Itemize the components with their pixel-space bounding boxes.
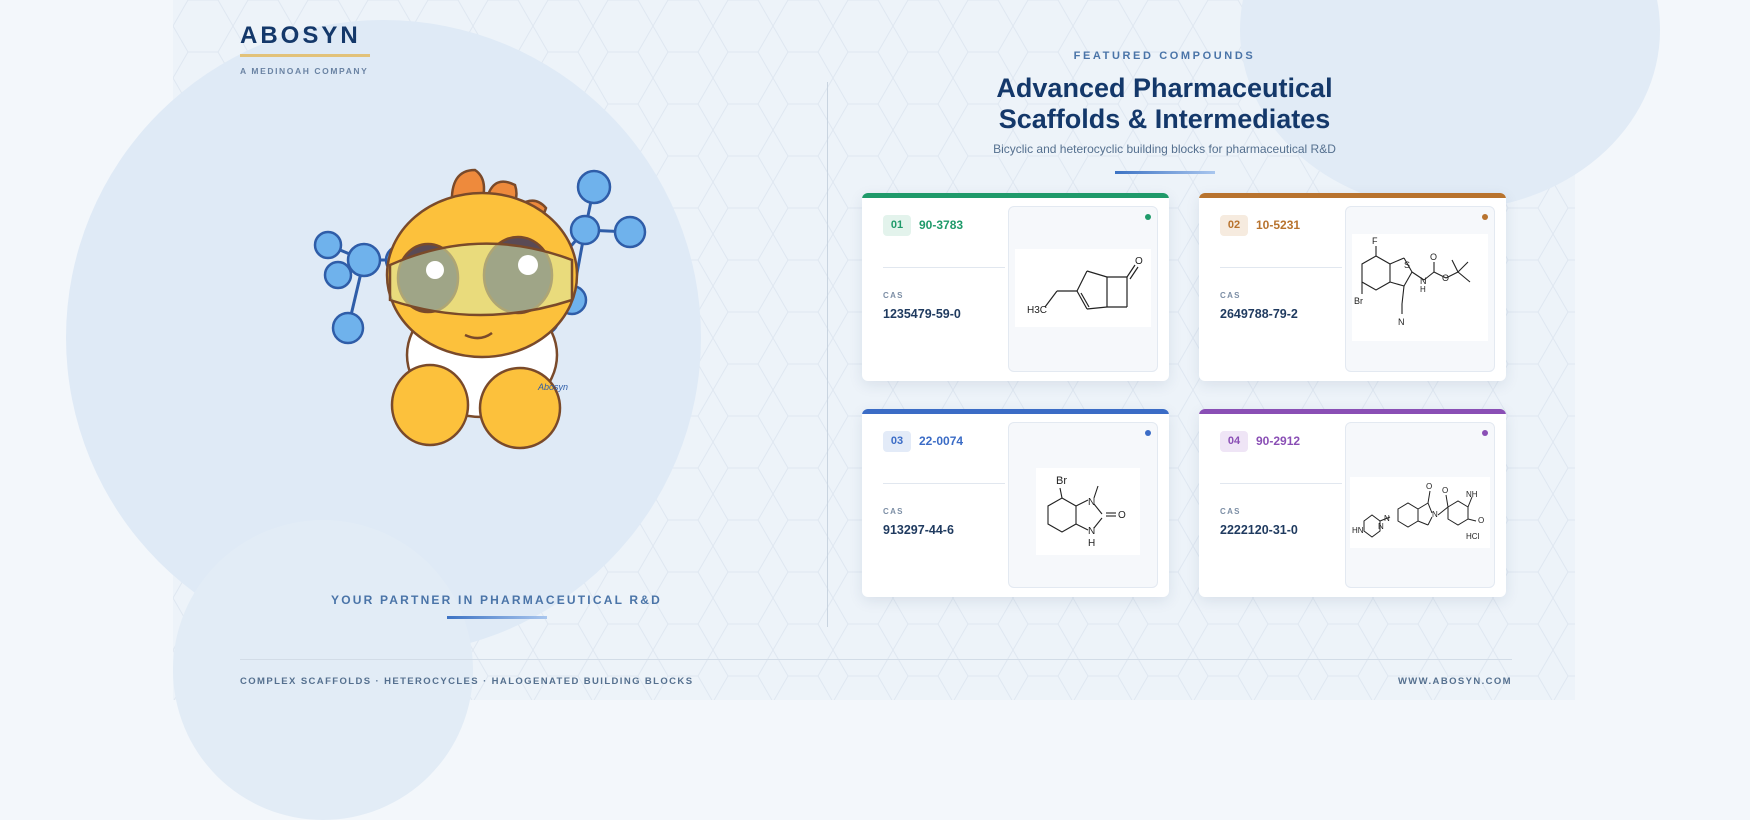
catalog-code[interactable]: 10-5231 — [1256, 218, 1301, 232]
atom-label: H — [1420, 285, 1426, 294]
brand-name[interactable]: ABOSYN — [240, 22, 361, 49]
compound-card[interactable]: 04 90-2912 CAS 2222120-31-0 O O — [1199, 409, 1506, 597]
brand-subtitle: A MEDINOAH COMPANY — [240, 66, 369, 76]
atom-label: O — [1430, 252, 1437, 262]
card-divider — [1220, 483, 1342, 484]
title-line-2: Scaffolds & Intermediates — [998, 104, 1331, 134]
cas-number: 2649788-79-2 — [1220, 307, 1298, 321]
card-divider — [883, 483, 1005, 484]
card-color-bar — [1199, 193, 1506, 198]
cas-label: CAS — [1220, 507, 1241, 516]
mascot-badge-text: Abosyn — [537, 382, 568, 392]
card-color-bar — [862, 409, 1169, 414]
atom-label: S — [1404, 260, 1410, 270]
card-number: 02 — [1220, 215, 1248, 236]
atom-label: HCl — [1466, 532, 1480, 541]
cas-number: 2222120-31-0 — [1220, 523, 1298, 537]
brand: ABOSYN A MEDINOAH COMPANY — [240, 22, 370, 76]
footer-divider — [240, 659, 1512, 660]
catalog-code[interactable]: 90-3783 — [919, 218, 964, 232]
cas-number: 1235479-59-0 — [883, 307, 961, 321]
atom-label: N — [1088, 526, 1095, 537]
cas-label: CAS — [883, 291, 904, 300]
card-color-bar — [1199, 409, 1506, 414]
atom-label: O — [1135, 256, 1143, 267]
structure-panel: F S O H N O Br N — [1345, 206, 1495, 372]
atom-label: H — [1088, 538, 1095, 549]
chemical-structure-image: O O NH O N N HN N HCl — [1350, 477, 1490, 548]
cas-label: CAS — [1220, 291, 1241, 300]
structure-panel: O O NH O N N HN N HCl — [1345, 422, 1495, 588]
atom-label: N — [1088, 497, 1095, 508]
catalog-code[interactable]: 90-2912 — [1256, 434, 1301, 448]
status-dot — [1482, 430, 1488, 436]
card-divider — [883, 267, 1005, 268]
brand-underline — [240, 54, 370, 57]
page-subtitle: Bicyclic and heterocyclic building block… — [993, 142, 1336, 156]
section-eyebrow: FEATURED COMPOUNDS — [1073, 50, 1256, 62]
compound-card[interactable]: 01 90-3783 CAS 1235479-59-0 H3C O — [862, 193, 1169, 381]
card-divider — [1220, 267, 1342, 268]
atom-label: N — [1384, 514, 1390, 523]
catalog-code[interactable]: 22-0074 — [919, 434, 964, 448]
background-circle-bottom — [173, 520, 473, 820]
dinosaur-scientist-mascot: Abosyn — [313, 168, 647, 450]
atom-label: N — [1398, 317, 1405, 327]
atom-label: O — [1442, 273, 1449, 283]
atom-label: O — [1118, 510, 1126, 521]
atom-label: N — [1420, 276, 1427, 286]
atom-label: Br — [1354, 296, 1363, 306]
status-dot — [1145, 214, 1151, 220]
chemical-structure-image: H3C O — [1015, 249, 1151, 327]
chemical-structure-image: F S O H N O Br N — [1352, 234, 1488, 341]
atom-label: F — [1372, 236, 1378, 246]
title-underline — [1115, 171, 1215, 174]
compound-card[interactable]: 03 22-0074 CAS 913297-44-6 Br N O N H — [862, 409, 1169, 597]
status-dot — [1482, 214, 1488, 220]
atom-label: O — [1426, 482, 1432, 491]
vertical-divider — [827, 82, 828, 627]
card-color-bar — [862, 193, 1169, 198]
atom-label: HN — [1352, 526, 1364, 535]
chemical-structure-image: Br N O N H — [1036, 468, 1140, 555]
structure-panel: H3C O — [1008, 206, 1158, 372]
footer-categories: COMPLEX SCAFFOLDS · HETEROCYCLES · HALOG… — [240, 676, 694, 687]
atom-label: O — [1442, 486, 1448, 495]
atom-label: NH — [1466, 490, 1478, 499]
compound-card[interactable]: 02 10-5231 CAS 2649788-79-2 — [1199, 193, 1506, 381]
atom-label: Br — [1056, 475, 1067, 487]
atom-label: N — [1378, 522, 1384, 531]
cas-number: 913297-44-6 — [883, 523, 954, 537]
card-number: 03 — [883, 431, 911, 452]
title-line-1: Advanced Pharmaceutical — [996, 73, 1333, 103]
atom-label: H3C — [1027, 305, 1047, 316]
atom-label: O — [1478, 516, 1484, 525]
tagline-underline — [447, 616, 547, 619]
page-title: Advanced Pharmaceutical Scaffolds & Inte… — [862, 73, 1467, 135]
structure-panel: Br N O N H — [1008, 422, 1158, 588]
footer-website-link[interactable]: WWW.ABOSYN.COM — [1397, 676, 1512, 687]
tagline: YOUR PARTNER IN PHARMACEUTICAL R&D — [330, 593, 663, 607]
card-number: 04 — [1220, 431, 1248, 452]
status-dot — [1145, 430, 1151, 436]
cas-label: CAS — [883, 507, 904, 516]
atom-label: N — [1432, 510, 1438, 519]
card-number: 01 — [883, 215, 911, 236]
